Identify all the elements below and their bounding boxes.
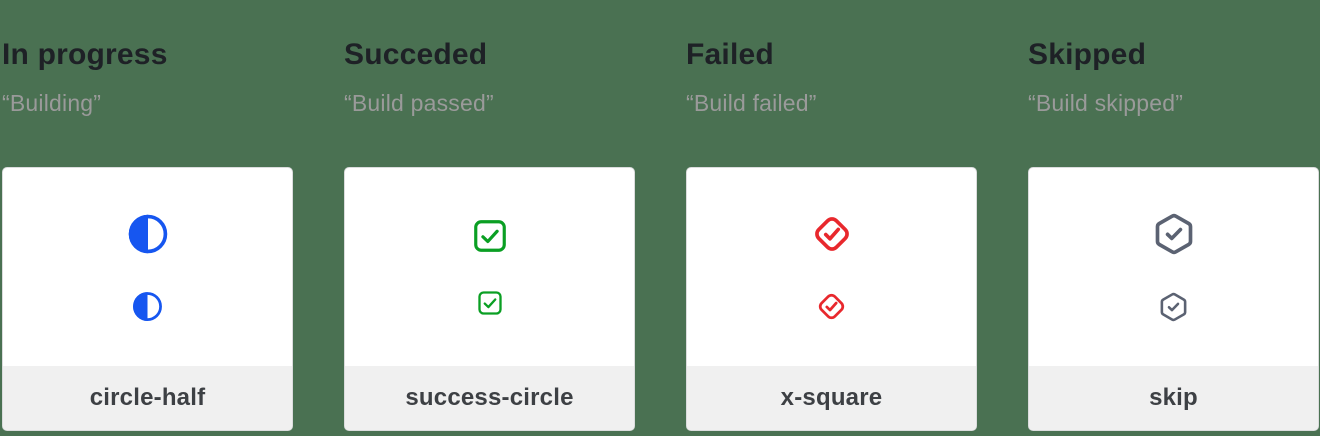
check-square-icon-small: [476, 289, 504, 317]
circle-half-icon-small: [131, 290, 164, 323]
column-subtitle: “Build skipped”: [1028, 90, 1184, 116]
column-succeeded: Succeded “Build passed” succes: [344, 0, 635, 431]
icon-card-circle-half: circle-half: [2, 167, 293, 431]
icon-name-footer: x-square: [687, 366, 976, 430]
circle-half-icon-large: [126, 212, 170, 256]
icon-name-label: success-circle: [405, 384, 574, 411]
icon-card-skip: skip: [1028, 167, 1319, 431]
skip-icon-small: [1158, 291, 1189, 323]
icon-name-footer: skip: [1029, 366, 1318, 430]
column-in-progress: In progress “Building” circle-: [2, 0, 293, 431]
icon-card-success-circle: success-circle: [344, 167, 635, 431]
column-subtitle: “Building”: [2, 90, 102, 116]
column-title: Skipped: [1028, 38, 1147, 71]
x-square-icon-small: [815, 290, 848, 323]
column-failed: Failed “Build failed” x-square: [686, 0, 977, 431]
icon-name-label: circle-half: [89, 384, 206, 411]
column-subtitle: “Build failed”: [686, 90, 817, 116]
icon-name-label: skip: [1149, 384, 1198, 411]
icon-name-footer: circle-half: [3, 366, 292, 430]
check-square-icon-large: [471, 217, 509, 255]
icon-preview-area: [687, 168, 976, 366]
icon-card-x-square: x-square: [686, 167, 977, 431]
column-title: In progress: [2, 38, 168, 71]
skip-icon-large: [1152, 211, 1196, 257]
column-skipped: Skipped “Build skipped” skip: [1028, 0, 1319, 431]
icon-preview-area: [1029, 168, 1318, 366]
x-square-icon-large: [810, 212, 854, 256]
column-subtitle: “Build passed”: [344, 90, 494, 116]
icon-name-footer: success-circle: [345, 366, 634, 430]
icon-preview-area: [345, 168, 634, 366]
column-title: Failed: [686, 38, 774, 71]
icon-name-label: x-square: [780, 384, 883, 411]
column-title: Succeded: [344, 38, 488, 71]
icon-preview-area: [3, 168, 292, 366]
